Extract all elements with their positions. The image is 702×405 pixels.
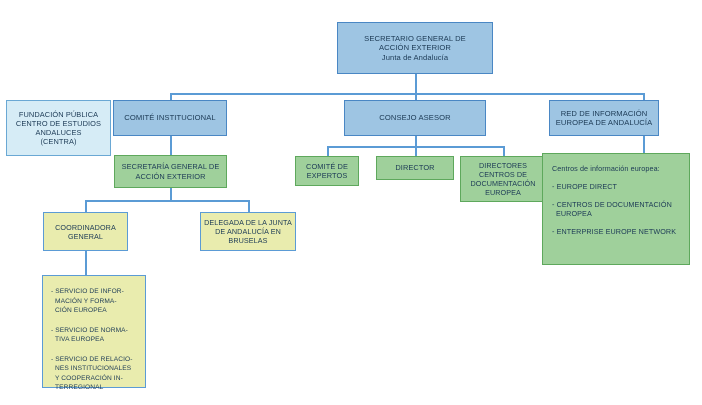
node-centros-informacion[interactable]: Centros de información europea: - EUROPE…	[542, 153, 690, 265]
connector-consejo-stem	[415, 136, 417, 146]
node-line: SECRETARÍA GENERAL DE	[121, 162, 220, 172]
node-line: COORDINADORA	[55, 222, 116, 232]
connector-drop-comite-institucional	[170, 93, 172, 100]
connector-red-to-centros	[643, 136, 645, 153]
node-line: EUROPEA	[485, 188, 521, 197]
connector-drop-comite-expertos	[327, 146, 329, 156]
node-line: ACCIÓN EXTERIOR	[379, 43, 451, 53]
node-line: BRUSELAS	[228, 236, 268, 245]
centros-item-documentacion-europea: - CENTROS DE DOCUMENTACIÓN EUROPEA	[552, 200, 672, 218]
node-comite-institucional[interactable]: COMITÉ INSTITUCIONAL	[113, 100, 227, 136]
node-line: ANDALUCES	[35, 128, 82, 137]
node-line: COMITÉ DE	[306, 161, 348, 171]
node-line: EUROPEA DE ANDALUCÍA	[555, 118, 653, 127]
connector-drop-red-informacion	[643, 93, 645, 100]
centros-heading: Centros de información europea:	[552, 164, 660, 173]
node-directores-cde[interactable]: DIRECTORES CENTROS DE DOCUMENTACIÓN EURO…	[460, 156, 546, 202]
node-line: (CENTRA)	[40, 137, 77, 147]
node-secretaria-general[interactable]: SECRETARÍA GENERAL DE ACCIÓN EXTERIOR	[114, 155, 227, 188]
connector-coordinadora-to-servicios	[85, 251, 87, 275]
node-line: CENTRO DE ESTUDIOS	[15, 118, 102, 128]
connector-drop-delegada	[248, 200, 250, 212]
node-line: ACCIÓN EXTERIOR	[135, 171, 206, 181]
node-line: CONSEJO ASESOR	[379, 113, 451, 123]
node-line: DIRECTORES	[479, 161, 527, 170]
node-line: Junta de Andalucía	[381, 52, 449, 62]
servicio-normativa-europea: - SERVICIO DE NORMA- TIVA EUROPEA	[51, 326, 128, 344]
servicio-relaciones-institucionales: - SERVICIO DE RELACIO- NES INSTITUCIONAL…	[51, 355, 133, 392]
node-line: DELEGADA DE LA JUNTA	[204, 218, 292, 227]
node-line: FUNDACIÓN PÚBLICA	[18, 109, 99, 119]
centros-item-enterprise-europe-network: - ENTERPRISE EUROPE NETWORK	[552, 227, 677, 236]
node-line: GENERAL	[67, 231, 104, 241]
connector-secretaria-bus	[85, 200, 250, 202]
node-line: EXPERTOS	[306, 171, 348, 180]
node-red-informacion[interactable]: RED DE INFORMACIÓN EUROPEA DE ANDALUCÍA	[549, 100, 659, 136]
node-centra[interactable]: FUNDACIÓN PÚBLICA CENTRO DE ESTUDIOS AND…	[6, 100, 111, 156]
connector-drop-directores-cde	[503, 146, 505, 156]
node-delegada-bruselas[interactable]: DELEGADA DE LA JUNTA DE ANDALUCÍA EN BRU…	[200, 212, 296, 251]
servicio-informacion-formacion-europea: - SERVICIO DE INFOR- MACIÓN Y FORMA- CIÓ…	[51, 288, 124, 315]
node-line: DOCUMENTACIÓN	[470, 179, 536, 188]
node-line: CENTROS DE	[478, 170, 528, 179]
node-line: SECRETARIO GENERAL DE	[364, 33, 466, 43]
connector-comite-to-secretaria	[170, 136, 172, 155]
node-line: COMITÉ INSTITUCIONAL	[124, 113, 216, 123]
node-comite-expertos[interactable]: COMITÉ DE EXPERTOS	[295, 156, 359, 186]
connector-root-stem	[415, 74, 417, 93]
connector-drop-consejo-asesor	[415, 93, 417, 100]
node-line: DIRECTOR	[395, 163, 435, 173]
node-line: DE ANDALUCÍA EN	[215, 227, 281, 236]
connector-drop-director	[415, 146, 417, 156]
node-coordinadora-general[interactable]: COORDINADORA GENERAL	[43, 212, 128, 251]
node-director[interactable]: DIRECTOR	[376, 156, 454, 180]
connector-secretaria-stem	[170, 188, 172, 200]
node-line: RED DE INFORMACIÓN	[560, 108, 648, 118]
connector-root-bus	[170, 93, 644, 95]
node-servicios[interactable]: - SERVICIO DE INFOR- MACIÓN Y FORMA- CIÓ…	[42, 275, 146, 391]
connector-drop-coordinadora	[85, 200, 87, 212]
centros-item-europe-direct: - EUROPE DIRECT	[552, 182, 617, 191]
node-secretario-general[interactable]: SECRETARIO GENERAL DE ACCIÓN EXTERIOR Ju…	[337, 22, 493, 74]
node-consejo-asesor[interactable]: CONSEJO ASESOR	[344, 100, 486, 136]
